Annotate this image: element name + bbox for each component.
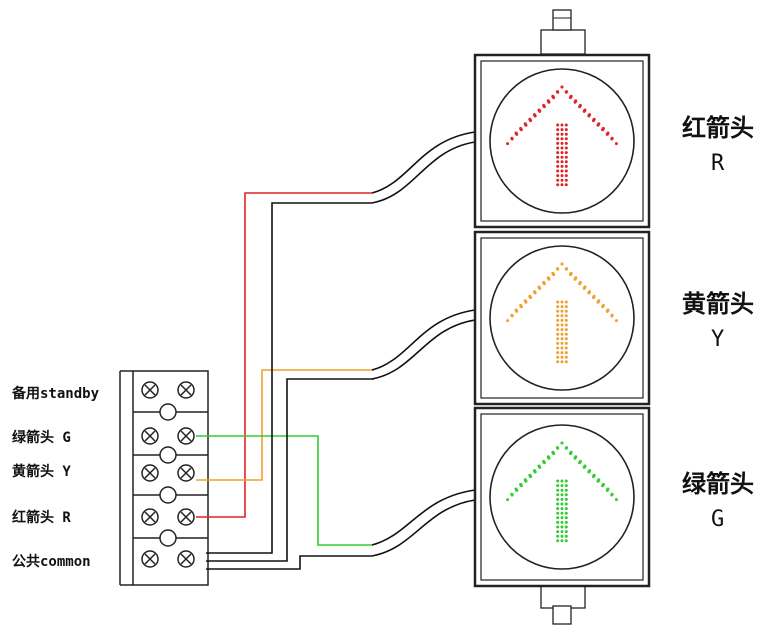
top-mount-bolt <box>552 9 572 31</box>
signal-section-green <box>473 406 651 588</box>
wire-red <box>196 192 372 518</box>
cable-lower-2 <box>371 499 476 557</box>
terminal-divider-3 <box>159 529 177 547</box>
signal-section-red <box>473 53 651 229</box>
traffic-signal-head <box>473 9 651 625</box>
cable-upper-2 <box>371 489 476 546</box>
wires <box>196 131 476 570</box>
up-arrow-icon-green <box>506 441 618 543</box>
lens-red <box>489 68 635 214</box>
lamp-label-yellow-letter: Y <box>711 327 724 352</box>
terminal-block <box>119 370 209 586</box>
lamp-labels: 红箭头 R 黄箭头 Y 绿箭头 G <box>682 113 754 532</box>
wire-common-green <box>206 555 372 570</box>
up-arrow-icon-yellow <box>506 262 618 364</box>
terminal-screw-common-a <box>141 550 159 568</box>
lamp-label-yellow-name: 黄箭头 <box>682 289 754 318</box>
terminal-label-yellow: 黄箭头 Y <box>12 463 71 480</box>
wire-common-yellow <box>206 378 374 562</box>
signal-section-yellow <box>473 230 651 406</box>
terminal-label-standby: 备用standby <box>11 385 100 402</box>
terminal-label-green: 绿箭头 G <box>12 429 71 446</box>
terminal-screw-red-b <box>177 508 195 526</box>
top-mount-bracket <box>540 29 586 55</box>
cable-lower-0 <box>371 141 476 204</box>
terminal-label-common: 公共common <box>12 553 91 570</box>
terminal-divider-2 <box>159 486 177 504</box>
terminal-screw-yellow-b <box>177 464 195 482</box>
lamp-label-red-letter: R <box>711 151 725 176</box>
terminal-label-red: 红箭头 R <box>12 509 71 526</box>
terminal-divider-0 <box>159 403 177 421</box>
terminal-screw-standby-b <box>177 381 195 399</box>
cable-lower-1 <box>371 319 476 380</box>
terminal-screw-green-b <box>177 427 195 445</box>
lamp-label-green-name: 绿箭头 <box>682 469 754 498</box>
terminal-divider-1 <box>159 446 177 464</box>
terminal-labels: 备用standby 绿箭头 G 黄箭头 Y 红箭头 R 公共common <box>11 385 100 570</box>
cable-upper-1 <box>371 309 476 371</box>
lens-yellow <box>489 245 635 391</box>
bottom-mount-bolt <box>552 605 572 625</box>
lamp-label-red-name: 红箭头 <box>682 113 754 142</box>
terminal-screw-common-b <box>177 550 195 568</box>
lamp-label-green-letter: G <box>711 507 724 532</box>
wire-green <box>196 435 372 546</box>
terminal-screw-yellow-a <box>141 464 159 482</box>
wire-common-red <box>206 202 372 554</box>
terminal-screw-standby-a <box>141 381 159 399</box>
lens-green <box>489 424 635 570</box>
cable-upper-0 <box>371 131 476 194</box>
up-arrow-icon-red <box>506 85 618 187</box>
terminal-screw-green-a <box>141 427 159 445</box>
terminal-screw-red-a <box>141 508 159 526</box>
wire-yellow <box>196 369 374 481</box>
bottom-mount-bracket <box>540 585 586 609</box>
